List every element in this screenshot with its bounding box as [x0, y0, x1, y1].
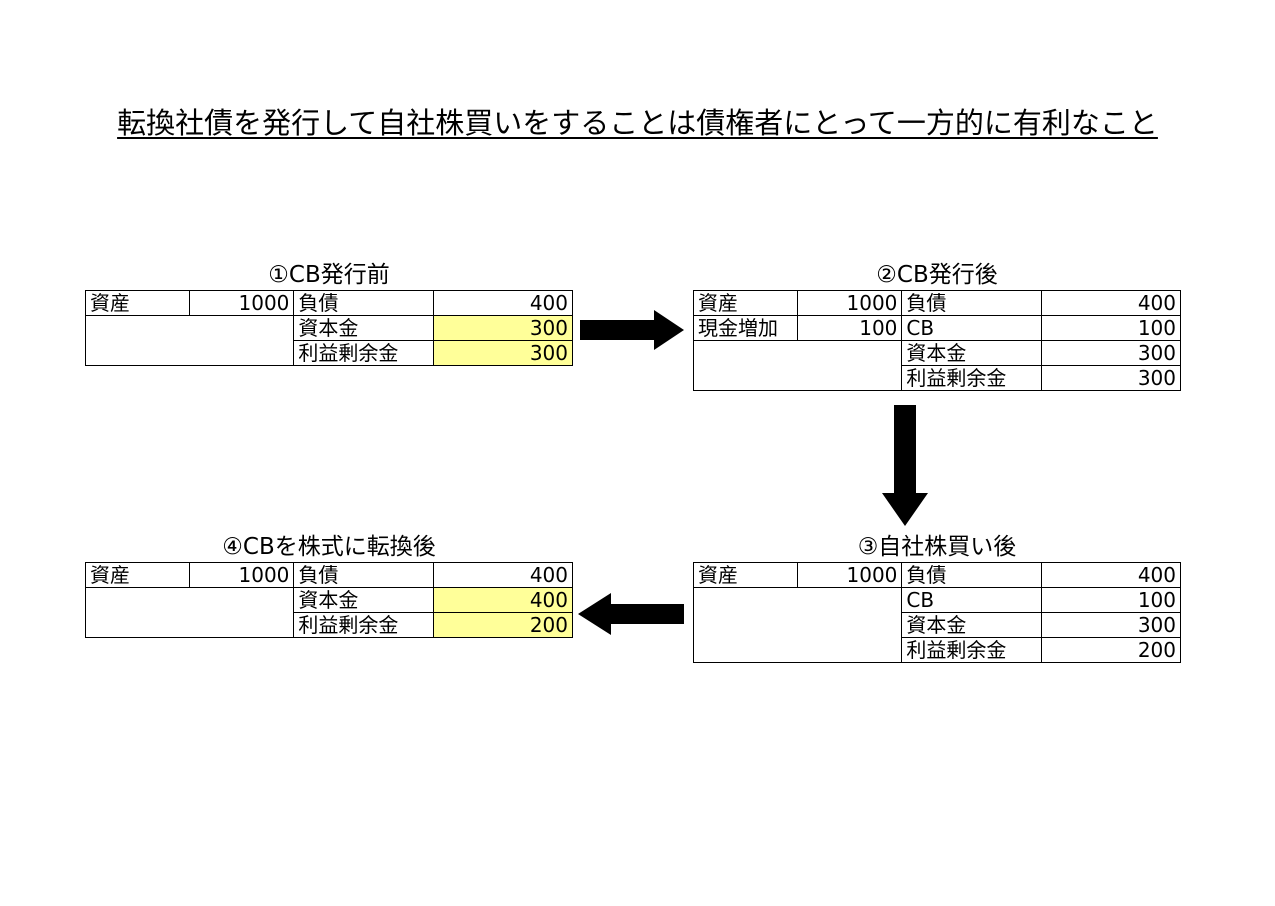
sheet-title: ③自社株買い後 [857, 534, 1017, 560]
asset-value: 100 [797, 315, 903, 341]
liability-equity-label: 負債 [901, 290, 1042, 316]
liability-equity-value: 300 [432, 340, 574, 366]
assets-blank-area [84, 315, 295, 366]
liability-equity-label: 負債 [293, 290, 434, 316]
liability-equity-label: 利益剰余金 [901, 365, 1042, 391]
asset-value: 1000 [797, 562, 903, 588]
asset-value: 1000 [797, 290, 903, 316]
arrow-down-icon [882, 405, 928, 526]
liability-equity-label: 負債 [293, 562, 434, 588]
liability-equity-value: 100 [1040, 587, 1182, 613]
asset-label: 資産 [84, 290, 191, 316]
liability-equity-label: 資本金 [293, 587, 434, 613]
assets-blank-area [692, 340, 903, 391]
page-title: 転換社債を発行して自社株買いをすることは債権者にとって一方的に有利なこと [0, 103, 1275, 143]
liability-equity-value: 300 [1040, 340, 1182, 366]
liability-equity-value: 300 [432, 315, 574, 341]
liability-equity-label: CB [901, 587, 1042, 613]
liability-equity-label: 資本金 [901, 612, 1042, 638]
assets-blank-area [692, 587, 903, 663]
liability-equity-value: 200 [1040, 637, 1182, 663]
arrow-left-icon [578, 593, 684, 635]
liability-equity-label: 利益剰余金 [901, 637, 1042, 663]
liability-equity-label: CB [901, 315, 1042, 341]
liability-equity-value: 300 [1040, 365, 1182, 391]
asset-value: 1000 [189, 562, 295, 588]
liability-equity-label: 利益剰余金 [293, 340, 434, 366]
asset-label: 資産 [692, 290, 799, 316]
liability-equity-value: 400 [432, 562, 574, 588]
arrow-right-icon [580, 310, 684, 350]
liability-equity-value: 100 [1040, 315, 1182, 341]
liability-equity-label: 負債 [901, 562, 1042, 588]
asset-value: 1000 [189, 290, 295, 316]
asset-label: 現金増加 [692, 315, 799, 341]
asset-label: 資産 [84, 562, 191, 588]
assets-blank-area [84, 587, 295, 638]
sheet-title: ②CB発行後 [876, 262, 998, 288]
liability-equity-value: 300 [1040, 612, 1182, 638]
liability-equity-value: 400 [1040, 562, 1182, 588]
liability-equity-value: 200 [432, 612, 574, 638]
page-title-text: 転換社債を発行して自社株買いをすることは債権者にとって一方的に有利なこと [117, 106, 1158, 140]
liability-equity-value: 400 [1040, 290, 1182, 316]
liability-equity-value: 400 [432, 587, 574, 613]
liability-equity-value: 400 [432, 290, 574, 316]
sheet-title: ①CB発行前 [268, 262, 390, 288]
liability-equity-label: 利益剰余金 [293, 612, 434, 638]
liability-equity-label: 資本金 [293, 315, 434, 341]
sheet-title: ④CBを株式に転換後 [222, 534, 436, 560]
asset-label: 資産 [692, 562, 799, 588]
liability-equity-label: 資本金 [901, 340, 1042, 366]
